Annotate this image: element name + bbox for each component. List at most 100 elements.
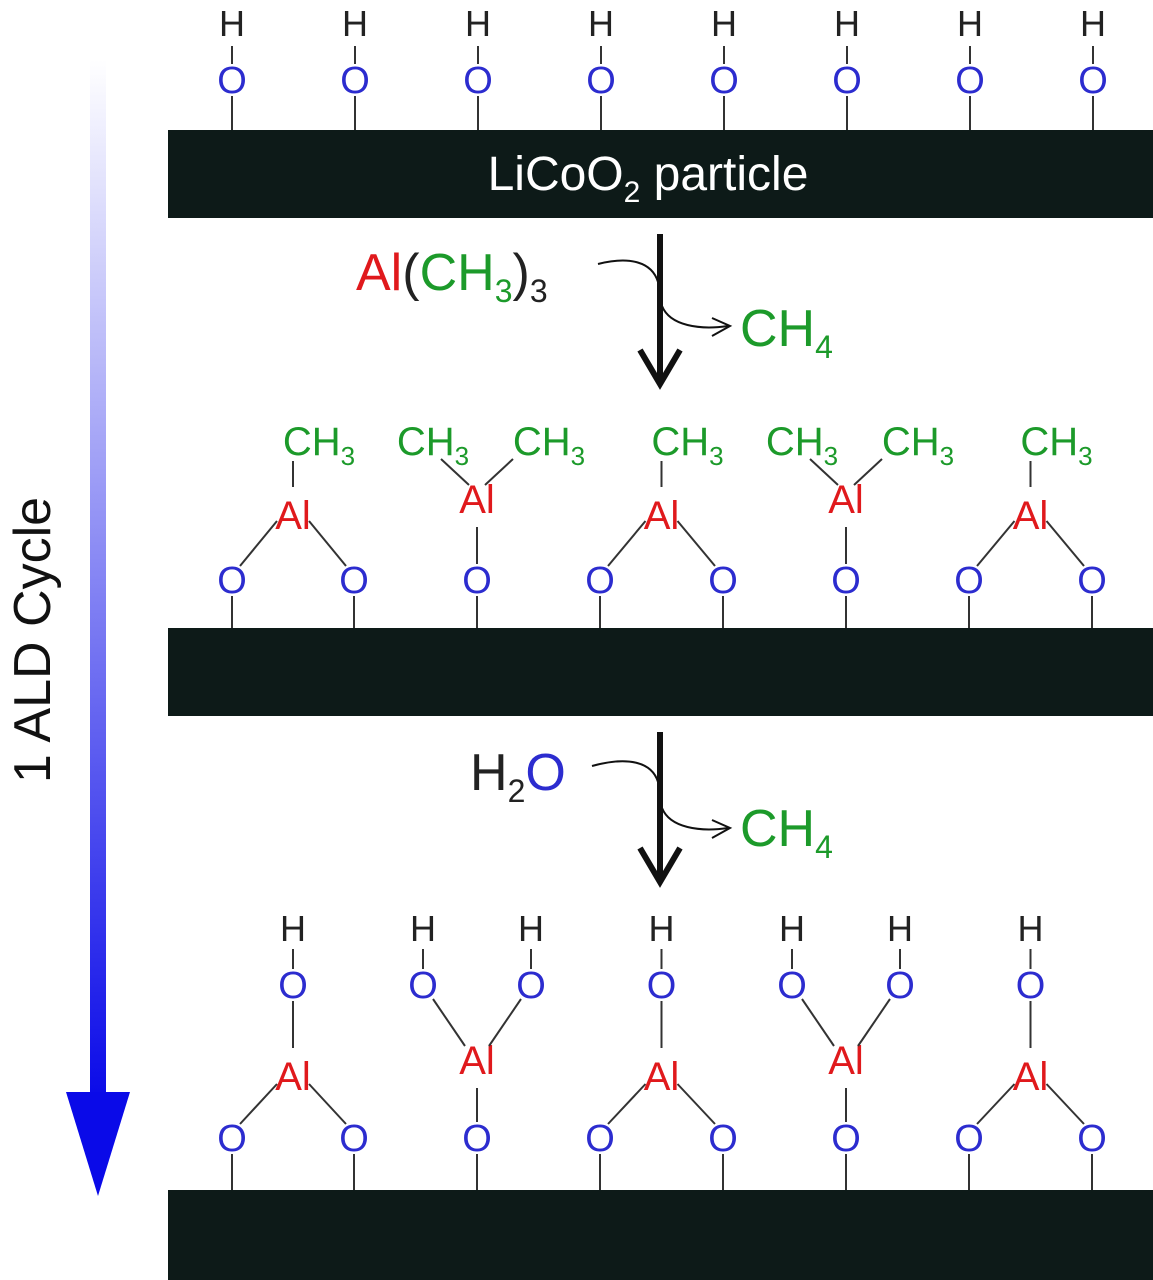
substrate-after-tma xyxy=(168,628,1153,716)
methyl-label: CH xyxy=(513,420,571,464)
surface-hydroxyl: OH xyxy=(217,3,247,130)
oxygen-atom: O xyxy=(955,60,985,102)
methyl-group: CH3 xyxy=(766,420,838,471)
hydrogen-label: H xyxy=(887,908,913,949)
bond-al-o xyxy=(857,998,891,1047)
step-1-reagent-open-paren: ( xyxy=(402,244,420,302)
bond-al-c xyxy=(484,458,514,486)
oxygen-atom: O xyxy=(832,60,862,102)
surface-hydroxyl: OH xyxy=(955,3,985,130)
surface-hydroxyl: OH xyxy=(586,3,616,130)
oxygen-atom: O xyxy=(1077,560,1107,602)
methyl-subscript: 3 xyxy=(1078,441,1092,471)
oxygen-atom: O xyxy=(463,60,493,102)
oxygen-label: O xyxy=(647,965,677,1007)
substrate-label-rest: particle xyxy=(640,148,808,201)
methyl-subscript: 3 xyxy=(824,441,838,471)
step-1-reaction: Al(CH3)3 CH4 xyxy=(356,234,833,390)
oxygen-atom: O xyxy=(217,1118,247,1160)
hydrogen-label: H xyxy=(588,3,614,44)
aluminum-label: Al xyxy=(828,1039,864,1083)
bond-o-al xyxy=(308,1083,347,1125)
step-2-reagent-curve xyxy=(591,760,659,783)
step-2-down-arrow-head xyxy=(637,846,683,888)
oxygen-label: O xyxy=(777,965,807,1007)
oxygen-label: O xyxy=(1077,560,1107,602)
oxygen-label: O xyxy=(1016,965,1046,1007)
surface-hydroxyl: OH xyxy=(463,3,493,130)
substrate-label: LiCoO2 particle xyxy=(488,148,809,209)
hydrogen-label: H xyxy=(834,3,860,44)
bond-al-c xyxy=(440,458,470,486)
step-1-down-arrow-head xyxy=(637,348,683,390)
bond-al-c xyxy=(853,458,883,486)
aluminum-label: Al xyxy=(275,1055,311,1099)
bond-o-al xyxy=(308,520,347,567)
oxygen-label: O xyxy=(709,60,739,102)
oxygen-atom: O xyxy=(408,965,438,1007)
oxygen-label: O xyxy=(462,560,492,602)
hydrogen-label: H xyxy=(1018,908,1044,949)
oxygen-atom: O xyxy=(954,560,984,602)
step-2-byproduct-subscript: 4 xyxy=(815,829,833,865)
oxygen-label: O xyxy=(217,60,247,102)
aluminum-label: Al xyxy=(1013,494,1049,538)
oxygen-label: O xyxy=(340,60,370,102)
step-1-reagent-metal: Al xyxy=(356,244,402,302)
methyl-label: CH xyxy=(882,420,940,464)
oxygen-atom: O xyxy=(217,60,247,102)
methyl-subscript: 3 xyxy=(571,441,585,471)
methyl-subscript: 3 xyxy=(455,441,469,471)
step-1-byproduct-arrowhead xyxy=(711,317,733,337)
oxygen-label: O xyxy=(278,965,308,1007)
methyl-group: CH3 xyxy=(397,420,469,471)
bond-o-al xyxy=(1045,1083,1085,1125)
surface-hydroxyl: OH xyxy=(340,3,370,130)
step-2-byproduct-arrowhead xyxy=(711,819,733,839)
oxygen-atom: O xyxy=(585,1118,615,1160)
step-1-reagent-group-subscript: 3 xyxy=(495,273,513,309)
step-1-reagent: Al(CH3)3 xyxy=(356,244,548,309)
oxygen-atom: O xyxy=(708,1118,738,1160)
oxygen-atom: O xyxy=(585,560,615,602)
oxygen-label: O xyxy=(832,60,862,102)
methyl-label: CH xyxy=(766,420,824,464)
oxygen-label: O xyxy=(1077,1118,1107,1160)
oxygen-label: O xyxy=(954,560,984,602)
cycle-arrow-head xyxy=(66,1092,130,1196)
oxygen-label: O xyxy=(831,560,861,602)
oxygen-atom: O xyxy=(586,60,616,102)
step-2-byproduct-main: CH xyxy=(740,800,815,858)
hydrogen-label: H xyxy=(410,908,436,949)
oxygen-atom: O xyxy=(1016,965,1046,1007)
step-1-reagent-group: CH xyxy=(420,244,495,302)
substrate-label-main: LiCoO xyxy=(488,148,624,201)
bond-o-al xyxy=(676,1083,716,1125)
methyl-label: CH xyxy=(397,420,455,464)
oxygen-atom: O xyxy=(708,560,738,602)
oxygen-atom: O xyxy=(647,965,677,1007)
hydrogen-label: H xyxy=(342,3,368,44)
aluminum-label: Al xyxy=(275,494,311,538)
oxygen-label: O xyxy=(708,560,738,602)
oxygen-atom: O xyxy=(777,965,807,1007)
hydrogen-label: H xyxy=(280,908,306,949)
step-2-byproduct: CH4 xyxy=(740,800,833,865)
oxygen-label: O xyxy=(408,965,438,1007)
hydrogen-label: H xyxy=(711,3,737,44)
oxygen-atom: O xyxy=(462,560,492,602)
cycle-arrow xyxy=(66,60,130,1196)
bond-al-o xyxy=(432,998,466,1047)
oxygen-atom: O xyxy=(339,560,369,602)
